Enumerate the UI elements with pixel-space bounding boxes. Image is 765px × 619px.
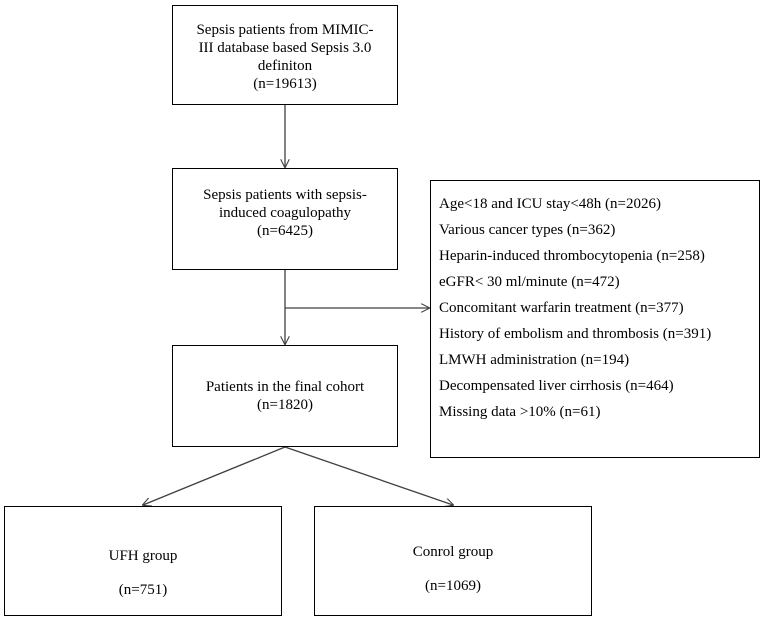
box-count: (n=1820) xyxy=(257,397,313,413)
box-text: definiton xyxy=(257,58,313,74)
box-text: III database based Sepsis 3.0 xyxy=(198,40,372,56)
exclusion-item: History of embolism and thrombosis (n=39… xyxy=(439,326,712,342)
ufh-group-box: UFH group (n=751) xyxy=(4,506,282,616)
box-text: Conrol group xyxy=(412,544,494,560)
source-cohort-box: Sepsis patients from MIMIC- III database… xyxy=(172,5,398,105)
exclusion-criteria-box: Age<18 and ICU stay<48h (n=2026) Various… xyxy=(430,180,760,458)
arrow-final-to-control xyxy=(284,446,453,505)
final-cohort-box: Patients in the final cohort (n=1820) xyxy=(172,345,398,447)
box-count: (n=6425) xyxy=(257,223,313,239)
control-group-box: Conrol group (n=1069) xyxy=(314,506,592,616)
exclusion-item: Missing data >10% (n=61) xyxy=(439,404,601,420)
box-text: Sepsis patients from MIMIC- xyxy=(196,22,374,38)
box-count: (n=751) xyxy=(118,582,168,598)
box-count: (n=19613) xyxy=(253,76,317,92)
box-text: Sepsis patients with sepsis- xyxy=(203,187,367,203)
exclusion-item: Age<18 and ICU stay<48h (n=2026) xyxy=(439,196,662,212)
sic-cohort-box: Sepsis patients with sepsis- induced coa… xyxy=(172,168,398,270)
exclusion-item: Heparin-induced thrombocytopenia (n=258) xyxy=(439,248,705,264)
arrow-final-to-ufh xyxy=(143,446,286,505)
exclusion-item: eGFR< 30 ml/minute (n=472) xyxy=(439,274,620,290)
box-count: (n=1069) xyxy=(425,578,481,594)
box-text: Patients in the final cohort xyxy=(205,379,365,395)
exclusion-item: Decompensated liver cirrhosis (n=464) xyxy=(439,378,674,394)
exclusion-item: Various cancer types (n=362) xyxy=(439,222,616,238)
box-text: UFH group xyxy=(108,548,178,564)
box-text: induced coagulopathy xyxy=(218,205,352,221)
exclusion-item: Concomitant warfarin treatment (n=377) xyxy=(439,300,684,316)
exclusion-item: LMWH administration (n=194) xyxy=(439,352,630,368)
